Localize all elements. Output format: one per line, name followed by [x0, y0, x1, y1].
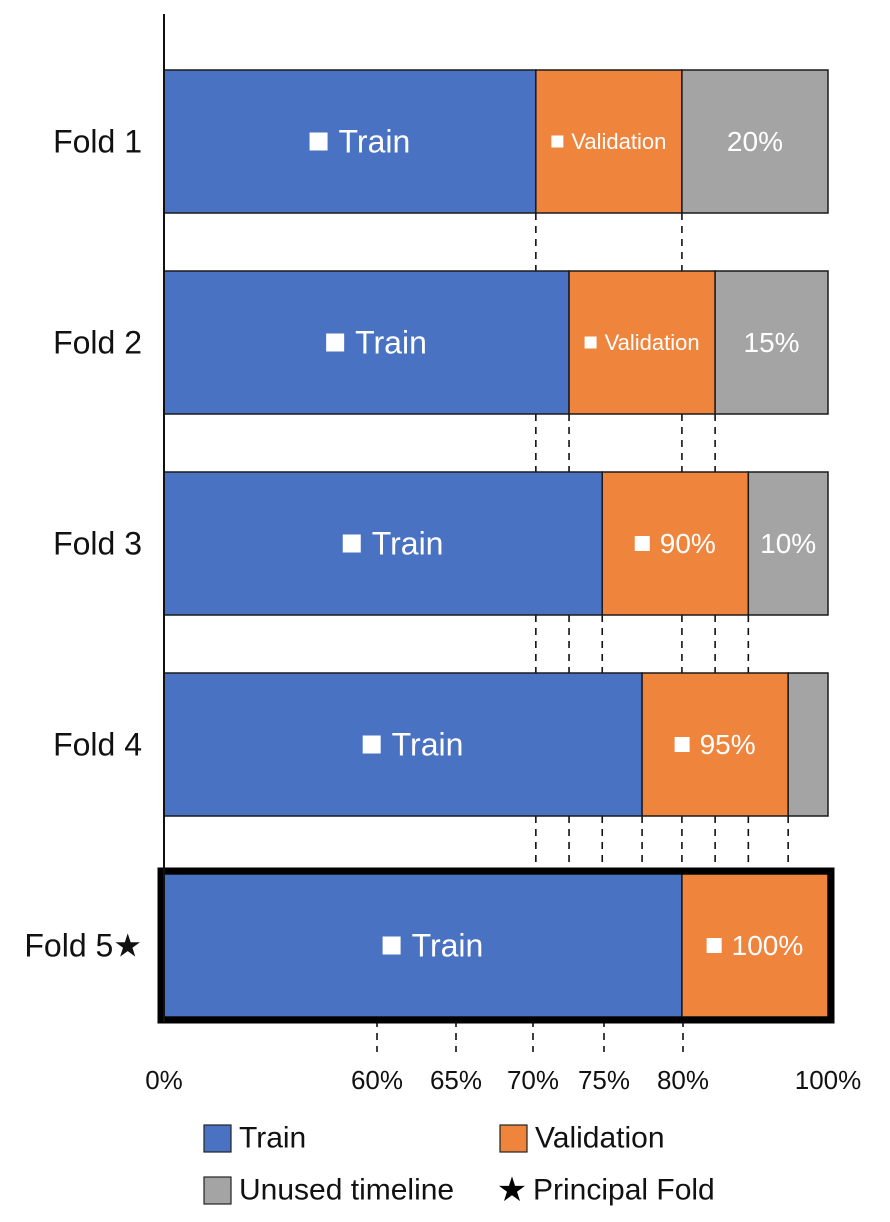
principal-fold-outline: [157, 867, 835, 1024]
validation-segment-fold-5: [681, 873, 829, 1018]
unused-label-fold-3: 10%: [760, 528, 816, 559]
guide-lines: [376, 213, 789, 1052]
validation-fold-4-text: 95%: [700, 729, 756, 760]
validation-fold-4-label: 95%: [674, 729, 756, 760]
x-tick-7: 100%: [795, 1065, 862, 1095]
validation-fold-2-marker: [584, 336, 597, 349]
x-tick-3: 65%: [430, 1065, 482, 1095]
x-tick-5: 75%: [578, 1065, 630, 1095]
validation-fold-3-marker: [634, 536, 650, 551]
validation-fold-5-text: 100%: [732, 930, 804, 961]
train-fold-1-marker: [309, 132, 328, 151]
x-tick-6: 80%: [657, 1065, 709, 1095]
train-fold-2-marker: [326, 333, 345, 352]
train-fold-4-marker: [362, 735, 381, 754]
validation-fold-5-marker: [706, 938, 722, 953]
unused-label-fold-1: 20%: [727, 126, 783, 157]
x-tick-1: 0%: [145, 1065, 183, 1095]
train-segment-fold-1: [163, 69, 537, 214]
legend-swatch-validation: [499, 1124, 528, 1153]
train-fold-5-text: Train: [412, 928, 484, 964]
unused-segment-fold-1: [681, 69, 829, 214]
validation-fold-2-label: Validation: [584, 330, 700, 355]
validation-segment-fold-4: [641, 672, 789, 817]
train-fold-2-text: Train: [355, 325, 427, 361]
legend-swatch-unused: [203, 1176, 232, 1205]
validation-fold-2-text: Validation: [605, 330, 700, 355]
legend-label-unused: Unused timeline: [239, 1174, 454, 1207]
x-tick-2: 60%: [351, 1065, 403, 1095]
unused-label-fold-2: 15%: [744, 327, 800, 358]
train-fold-1-text: Train: [339, 124, 411, 160]
train-fold-1-label: Train: [309, 124, 411, 160]
legend-label-train: Train: [239, 1122, 306, 1155]
train-segment-fold-5: [163, 873, 683, 1018]
unused-segment-fold-3: [747, 471, 829, 616]
train-fold-5-label: Train: [382, 928, 484, 964]
fold-label-4: Fold 4: [53, 727, 142, 763]
validation-fold-1-text: Validation: [571, 129, 666, 154]
validation-fold-5-label: 100%: [706, 930, 804, 961]
fold-label-1: Fold 1: [53, 124, 142, 160]
fold-labels: Fold 1 Fold 2 Fold 3 Fold 4 Fold 5★: [24, 124, 142, 964]
validation-segment-fold-3: [601, 471, 750, 616]
validation-fold-1-marker: [551, 135, 564, 148]
legend-label-validation: Validation: [535, 1122, 665, 1155]
train-fold-3-text: Train: [372, 526, 444, 562]
train-fold-5-marker: [382, 936, 401, 955]
train-segment-fold-4: [163, 672, 643, 817]
validation-fold-4-marker: [674, 737, 690, 752]
fold-label-3: Fold 3: [53, 526, 142, 562]
train-fold-3-label: Train: [342, 526, 444, 562]
validation-fold-3-label: 90%: [634, 528, 716, 559]
legend-star-icon: ★: [497, 1171, 527, 1209]
train-segment-fold-3: [163, 471, 603, 616]
fold-label-5: Fold 5★: [24, 928, 142, 964]
validation-fold-1-label: Validation: [551, 129, 666, 154]
legend-swatch-train: [203, 1124, 232, 1153]
fold-label-2: Fold 2: [53, 325, 142, 361]
train-fold-4-text: Train: [392, 727, 464, 763]
train-segment-fold-2: [163, 270, 570, 415]
train-fold-4-label: Train: [362, 727, 464, 763]
x-tick-labels: 0% 60% 65% 70% 75% 80% 100%: [145, 1065, 861, 1095]
x-tick-4: 70%: [507, 1065, 559, 1095]
train-fold-2-label: Train: [326, 325, 427, 361]
train-fold-3-marker: [342, 534, 361, 553]
legend-label-principal: Principal Fold: [533, 1174, 715, 1207]
unused-segment-fold-2: [714, 270, 829, 415]
unused-segment-fold-4: [787, 672, 829, 817]
validation-fold-3-text: 90%: [660, 528, 716, 559]
